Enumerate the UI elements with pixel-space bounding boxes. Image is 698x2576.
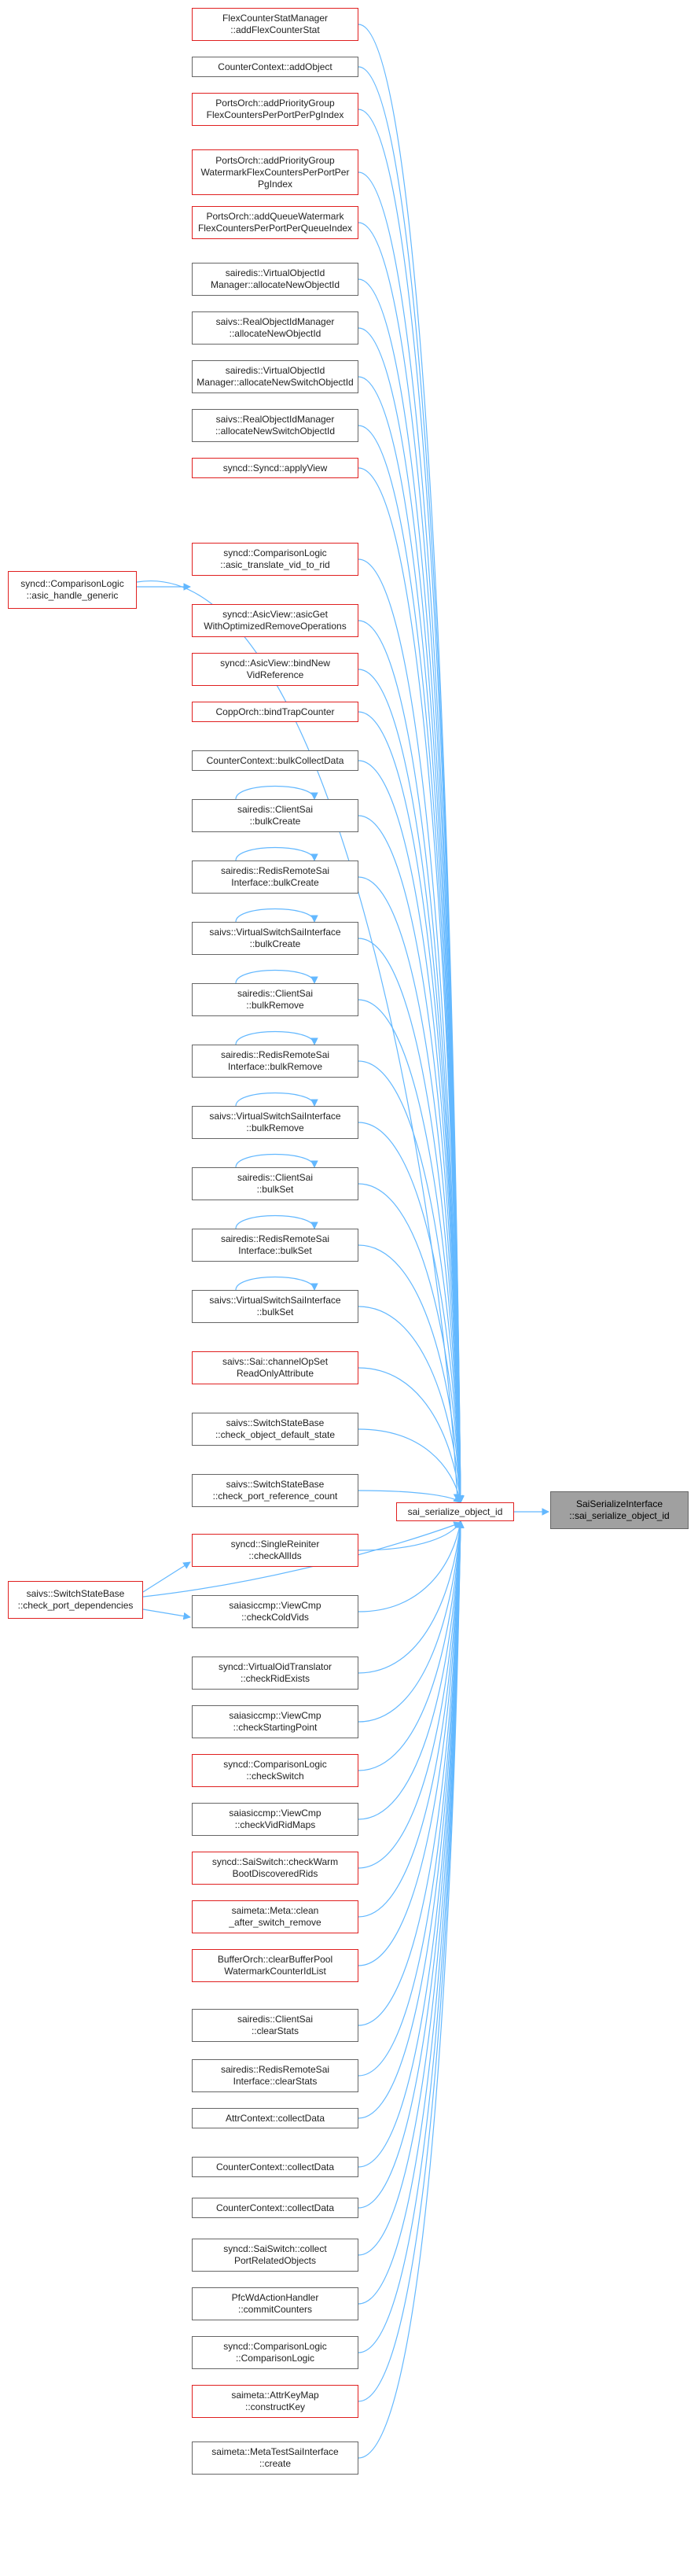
edge-port-deps-to-ref-count <box>142 1609 191 1620</box>
edge-caller-to-hub <box>358 1520 461 1551</box>
caller-node[interactable]: CoppOrch::bindTrapCounter <box>192 702 358 722</box>
caller-node[interactable]: saiasiccmp::ViewCmp ::checkColdVids <box>192 1595 358 1628</box>
caller-node[interactable]: sairedis::RedisRemoteSai Interface::bulk… <box>192 1229 358 1262</box>
edge-caller-to-hub <box>358 1183 465 1503</box>
edge-caller-to-hub <box>358 1520 465 1723</box>
caller-node[interactable]: syncd::ComparisonLogic ::asic_translate_… <box>192 543 358 576</box>
caller-node[interactable]: CounterContext::addObject <box>192 57 358 77</box>
edge-self-loop <box>235 1030 318 1045</box>
focus-node-sai-serialize-object-id: SaiSerializeInterface ::sai_serialize_ob… <box>550 1491 689 1529</box>
node-asic-handle-generic[interactable]: syncd::ComparisonLogic ::asic_handle_gen… <box>8 571 137 609</box>
caller-node[interactable]: PortsOrch::addQueueWatermark FlexCounter… <box>192 206 358 239</box>
edge-caller-to-hub <box>358 1520 465 1918</box>
caller-node[interactable]: CounterContext::bulkCollectData <box>192 750 358 771</box>
caller-node[interactable]: syncd::ComparisonLogic ::checkSwitch <box>192 1754 358 1787</box>
node-check-port-dependencies[interactable]: saivs::SwitchStateBase ::check_port_depe… <box>8 1581 143 1619</box>
edge-caller-to-hub <box>358 1520 464 1674</box>
edge-caller-to-hub <box>358 1244 465 1503</box>
edge-self-loop <box>235 785 318 800</box>
caller-node[interactable]: sairedis::VirtualObjectId Manager::alloc… <box>192 360 358 393</box>
edge-caller-to-hub <box>358 558 465 1503</box>
caller-node[interactable]: saivs::VirtualSwitchSaiInterface ::bulkR… <box>192 1106 358 1139</box>
caller-node[interactable]: saiasiccmp::ViewCmp ::checkVidRidMaps <box>192 1803 358 1836</box>
caller-node[interactable]: saivs::Sai::channelOpSet ReadOnlyAttribu… <box>192 1351 358 1384</box>
edge-caller-to-hub <box>358 1520 465 2459</box>
edge-caller-to-hub <box>358 1520 464 1612</box>
caller-node[interactable]: PortsOrch::addPriorityGroup WatermarkFle… <box>192 149 358 195</box>
caller-node[interactable]: syncd::AsicView::bindNew VidReference <box>192 653 358 686</box>
caller-node[interactable]: sairedis::VirtualObjectId Manager::alloc… <box>192 263 358 296</box>
caller-node[interactable]: BufferOrch::clearBufferPool WatermarkCou… <box>192 1949 358 1982</box>
edge-self-loop <box>235 1276 318 1291</box>
caller-node[interactable]: saivs::VirtualSwitchSaiInterface ::bulkS… <box>192 1290 358 1323</box>
caller-node[interactable]: saivs::SwitchStateBase ::check_port_refe… <box>192 1474 358 1507</box>
caller-node[interactable]: sairedis::ClientSai ::bulkCreate <box>192 799 358 832</box>
caller-node[interactable]: syncd::VirtualOidTranslator ::checkRidEx… <box>192 1657 358 1690</box>
edge-caller-to-hub <box>358 1520 465 1771</box>
caller-node[interactable]: sairedis::ClientSai ::clearStats <box>192 2009 358 2042</box>
edge-caller-to-hub <box>358 1367 464 1503</box>
edge-self-loop <box>235 846 318 861</box>
edge-caller-to-hub <box>358 1122 465 1503</box>
caller-node[interactable]: saivs::VirtualSwitchSaiInterface ::bulkC… <box>192 922 358 955</box>
caller-node[interactable]: sairedis::ClientSai ::bulkRemove <box>192 983 358 1016</box>
edge-caller-to-hub <box>358 999 465 1503</box>
edge-caller-to-hub <box>358 938 465 1503</box>
caller-node[interactable]: syncd::Syncd::applyView <box>192 458 358 478</box>
caller-node[interactable]: saivs::SwitchStateBase ::check_object_de… <box>192 1413 358 1446</box>
node-sai-serialize-object-id[interactable]: sai_serialize_object_id <box>396 1502 514 1521</box>
caller-node[interactable]: syncd::SaiSwitch::checkWarm BootDiscover… <box>192 1852 358 1885</box>
caller-node[interactable]: syncd::SaiSwitch::collect PortRelatedObj… <box>192 2239 358 2272</box>
edge-caller-to-hub <box>358 1520 465 2026</box>
edge-caller-to-hub <box>358 1520 465 1966</box>
caller-node[interactable]: syncd::SingleReiniter ::checkAllIds <box>192 1534 358 1567</box>
edge-caller-to-hub <box>358 1520 465 2256</box>
edge-self-loop <box>235 1214 318 1229</box>
caller-node[interactable]: FlexCounterStatManager ::addFlexCounterS… <box>192 8 358 41</box>
edge-caller-to-hub <box>358 815 465 1503</box>
edge-caller-to-hub <box>358 1490 461 1503</box>
caller-node[interactable]: sairedis::RedisRemoteSai Interface::clea… <box>192 2059 358 2092</box>
caller-node[interactable]: saimeta::Meta::clean _after_switch_remov… <box>192 1900 358 1933</box>
edge-caller-to-hub <box>358 1520 465 2077</box>
edge-caller-to-hub <box>358 1520 465 2168</box>
edge-caller-to-hub <box>358 1306 465 1503</box>
caller-node[interactable]: AttrContext::collectData <box>192 2108 358 2128</box>
edge-caller-to-hub <box>358 1520 465 1820</box>
caller-node[interactable]: PfcWdActionHandler ::commitCounters <box>192 2287 358 2320</box>
edge-caller-to-hub <box>358 1520 465 2305</box>
edge-caller-to-hub <box>358 1520 465 1869</box>
caller-node[interactable]: syncd::ComparisonLogic ::ComparisonLogic <box>192 2336 358 2369</box>
edge-self-loop <box>235 1092 318 1107</box>
edge-caller-to-hub <box>358 467 465 1503</box>
caller-node[interactable]: sairedis::RedisRemoteSai Interface::bulk… <box>192 861 358 894</box>
caller-node[interactable]: CounterContext::collectData <box>192 2157 358 2177</box>
caller-node[interactable]: CounterContext::collectData <box>192 2198 358 2218</box>
caller-node[interactable]: sairedis::RedisRemoteSai Interface::bulk… <box>192 1045 358 1078</box>
caller-node[interactable]: saimeta::MetaTestSaiInterface ::create <box>192 2441 358 2475</box>
caller-node[interactable]: syncd::AsicView::asicGet WithOptimizedRe… <box>192 604 358 637</box>
caller-node[interactable]: PortsOrch::addPriorityGroup FlexCounters… <box>192 93 358 126</box>
edge-caller-to-hub <box>358 1520 465 2402</box>
edge-self-loop <box>235 1153 318 1168</box>
edge-caller-to-hub <box>358 1520 465 2119</box>
edge-self-loop <box>235 908 318 923</box>
edge-caller-to-hub <box>358 1520 465 2209</box>
edge-caller-to-hub <box>358 876 465 1503</box>
caller-node[interactable]: saiasiccmp::ViewCmp ::checkStartingPoint <box>192 1705 358 1738</box>
edge-port-deps-to-default-state <box>142 1561 191 1593</box>
caller-node[interactable]: saivs::RealObjectIdManager ::allocateNew… <box>192 311 358 345</box>
caller-node[interactable]: saivs::RealObjectIdManager ::allocateNew… <box>192 409 358 442</box>
caller-node[interactable]: sairedis::ClientSai ::bulkSet <box>192 1167 358 1200</box>
edge-caller-to-hub <box>358 1060 465 1503</box>
caller-node[interactable]: saimeta::AttrKeyMap ::constructKey <box>192 2385 358 2418</box>
edge-self-loop <box>235 969 318 984</box>
